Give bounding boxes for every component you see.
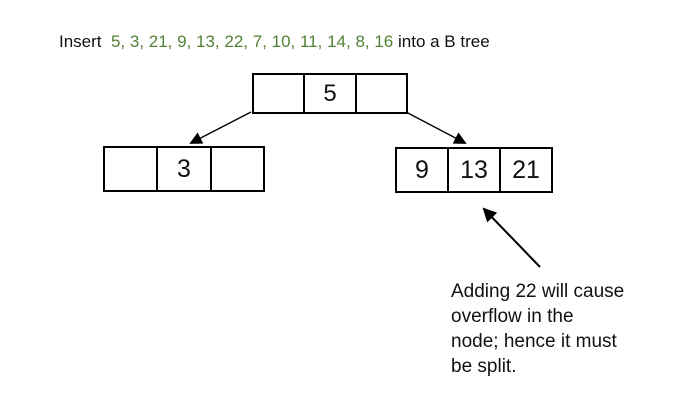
annotation-text: Adding 22 will cause overflow in the nod… [451,279,624,379]
btree-left-child-node: 3 [103,146,265,192]
edge-root-to-right-arrow [405,111,467,144]
right-cell-2: 21 [499,149,551,191]
title-prefix: Insert [59,32,111,51]
left-cell-1: 3 [156,148,209,190]
annotation-arrow [482,207,541,268]
title-suffix: into a B tree [393,32,490,51]
annotation-line: node; hence it must [451,331,617,352]
annotation-line: Adding 22 will cause [451,281,625,302]
page-title: Insert 5, 3, 21, 9, 13, 22, 7, 10, 11, 1… [59,31,490,52]
annotation-line: overflow in the [451,306,574,327]
title-insert-sequence: 5, 3, 21, 9, 13, 22, 7, 10, 11, 14, 8, 1… [110,32,394,51]
edge-root-to-left-arrow [189,111,252,144]
root-cell-0 [254,75,303,112]
left-cell-2 [209,148,263,190]
btree-right-child-node: 9 13 21 [395,147,553,193]
root-cell-1: 5 [303,75,354,112]
annotation-line: be split. [451,356,517,377]
right-cell-1: 13 [447,149,499,191]
root-cell-2 [354,75,406,112]
btree-root-node: 5 [252,73,408,114]
left-cell-0 [105,148,156,190]
right-cell-0: 9 [415,155,429,184]
